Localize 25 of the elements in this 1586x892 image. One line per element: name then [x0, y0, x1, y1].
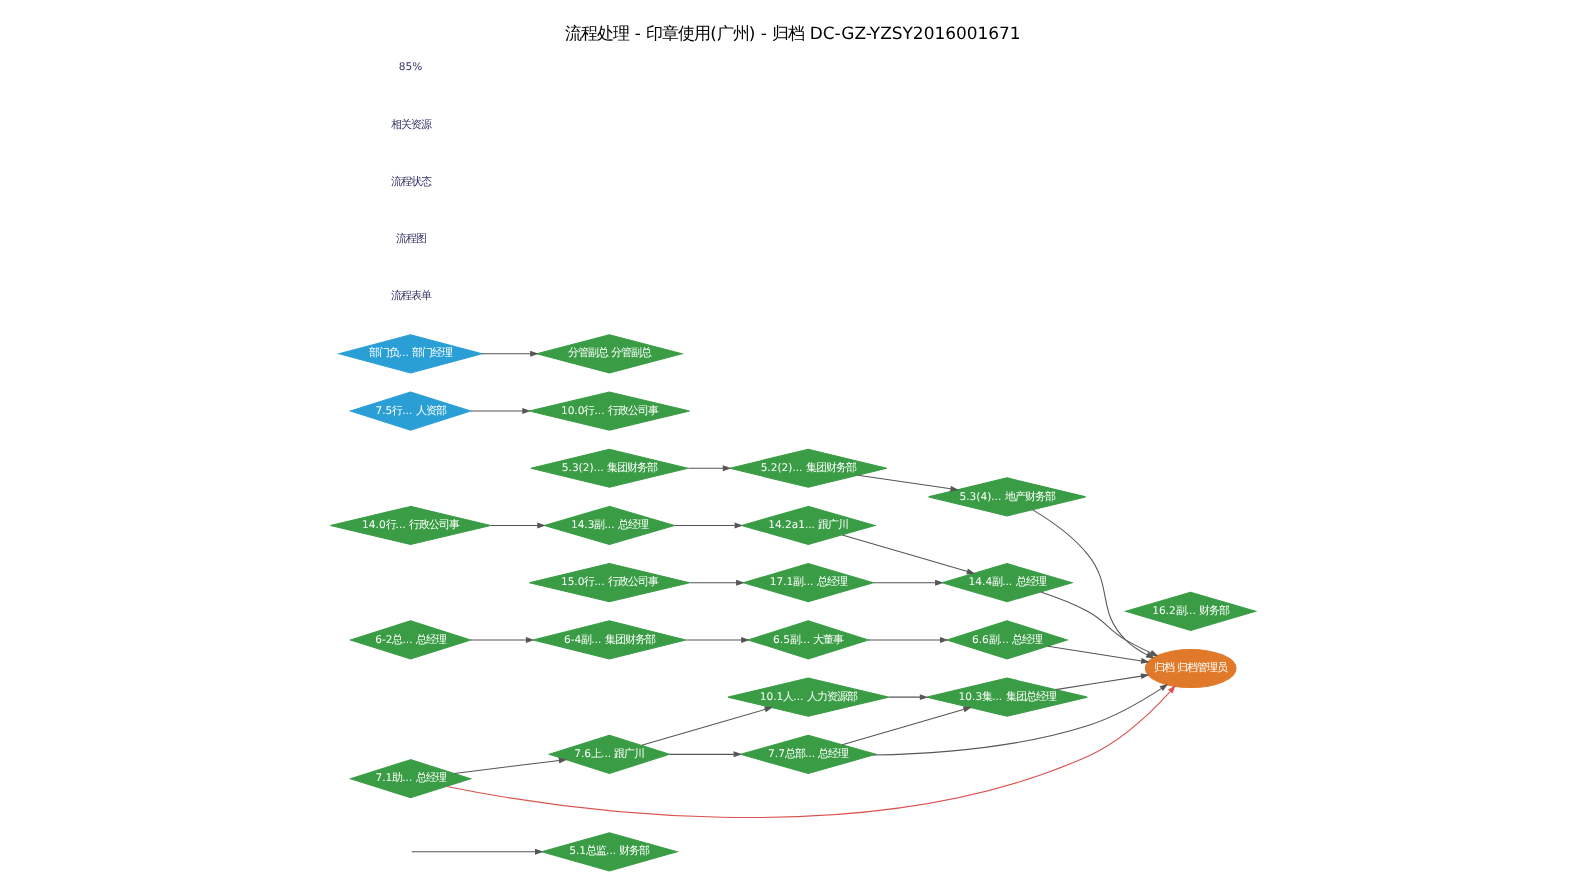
arrow	[872, 579, 944, 586]
arrow	[689, 579, 745, 586]
arrow	[868, 636, 949, 643]
arrow	[470, 408, 531, 414]
diagram-title: 流程处理 - 印章使用(广州) - 归档 DC-GZ-YZSY2016001671	[565, 22, 1021, 43]
arrow	[872, 683, 1169, 756]
arrow	[857, 474, 959, 492]
arrow	[685, 636, 750, 643]
arrow	[674, 522, 744, 529]
arrow	[687, 465, 732, 472]
arrow	[841, 534, 976, 575]
arrow	[641, 706, 774, 746]
arrow	[841, 706, 972, 746]
arrow	[446, 685, 1176, 818]
arrow	[669, 751, 743, 758]
arrow	[1040, 591, 1159, 657]
arrow	[887, 694, 929, 701]
arrow	[1047, 645, 1150, 664]
arrow	[470, 636, 535, 643]
arrow	[481, 350, 539, 357]
arrow	[1032, 509, 1155, 659]
arrow	[453, 757, 568, 774]
arrow	[411, 848, 544, 855]
arrow	[1055, 673, 1150, 691]
arrow	[490, 522, 546, 529]
